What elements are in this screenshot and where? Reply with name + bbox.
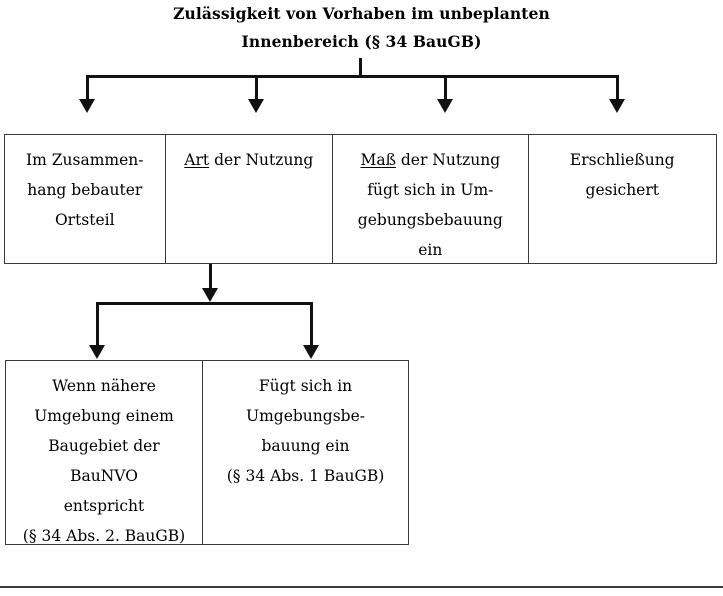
connector-branch-2-arrowhead — [248, 99, 264, 113]
connector-level2-branch-1-stem — [96, 302, 99, 347]
box-line: gesichert — [585, 181, 659, 199]
page-title: Zulässigkeit von Vorhaben im unbeplanten… — [0, 0, 723, 56]
box-line-rest: der Nutzung — [395, 151, 501, 169]
connector-level1-bus — [87, 75, 619, 78]
box-im-zusammenhang-bebauter-ortsteil: Im Zusammen- hang bebauter Ortsteil — [5, 135, 166, 263]
box-line: Fügt sich in — [258, 377, 353, 395]
box-line: gebungsbebauung — [357, 211, 503, 229]
box-fuegt-sich-in-umgebungsbebauung-ein: Fügt sich in Umgebungsbe- bauung ein (§ … — [203, 361, 408, 544]
box-line: (§ 34 Abs. 2. BauGB) — [22, 527, 186, 545]
box-erschliessung-gesichert: Erschließung gesichert — [529, 135, 716, 263]
box-line: Baugebiet der — [48, 437, 160, 455]
box-line: hang bebauter — [27, 181, 143, 199]
connector-branch-3-arrowhead — [437, 99, 453, 113]
box-line: ein — [418, 241, 443, 259]
connector-branch-1-arrowhead — [79, 99, 95, 113]
title-line-1: Zulässigkeit von Vorhaben im unbeplanten — [173, 4, 550, 23]
emphasis-art: Art — [184, 151, 210, 169]
box-line: Umgebung einem — [34, 407, 174, 425]
box-line: Art der Nutzung — [174, 145, 325, 175]
level1-box-row: Im Zusammen- hang bebauter Ortsteil Art … — [4, 134, 717, 264]
connector-title-stem — [359, 58, 362, 78]
box-line: BauNVO — [70, 467, 138, 485]
box-art-der-nutzung: Art der Nutzung — [166, 135, 334, 263]
box-line-rest: der Nutzung — [209, 151, 314, 169]
box-line: (§ 34 Abs. 1 BauGB) — [226, 467, 385, 485]
connector-branch-4-arrowhead — [609, 99, 625, 113]
connector-level2-branch-2-arrowhead — [303, 345, 319, 359]
box-line: entspricht — [63, 497, 145, 515]
connector-branch-1-stem — [86, 75, 89, 101]
connector-level2-branch-1-arrowhead — [89, 345, 105, 359]
box-line: Maß der Nutzung — [341, 145, 519, 175]
connector-branch-3-stem — [444, 75, 447, 101]
box-line: Wenn nähere — [52, 377, 156, 395]
footer-divider — [0, 586, 723, 588]
box-line: bauung ein — [261, 437, 350, 455]
box-line: fügt sich in Um- — [367, 181, 494, 199]
title-line-2: Innenbereich (§ 34 BauGB) — [241, 32, 482, 51]
box-wenn-naehere-umgebung-baugebiet-baunvo: Wenn nähere Umgebung einem Baugebiet der… — [6, 361, 204, 545]
level2-box-row: Wenn nähere Umgebung einem Baugebiet der… — [5, 360, 409, 545]
box-line: Ortsteil — [54, 211, 115, 229]
connector-branch-4-stem — [616, 75, 619, 101]
connector-level2-bus — [97, 302, 313, 305]
connector-level2-stem-arrowhead — [202, 288, 218, 302]
box-line: Umgebungsbe- — [246, 407, 365, 425]
connector-level2-stem — [209, 264, 212, 290]
connector-branch-2-stem — [255, 75, 258, 101]
box-line: Erschließung — [569, 151, 675, 169]
box-line: Im Zusammen- — [26, 151, 144, 169]
connector-level2-branch-2-stem — [310, 302, 313, 347]
box-mass-der-nutzung: Maß der Nutzung fügt sich in Um- gebungs… — [333, 135, 529, 263]
emphasis-mass: Maß — [360, 151, 396, 169]
